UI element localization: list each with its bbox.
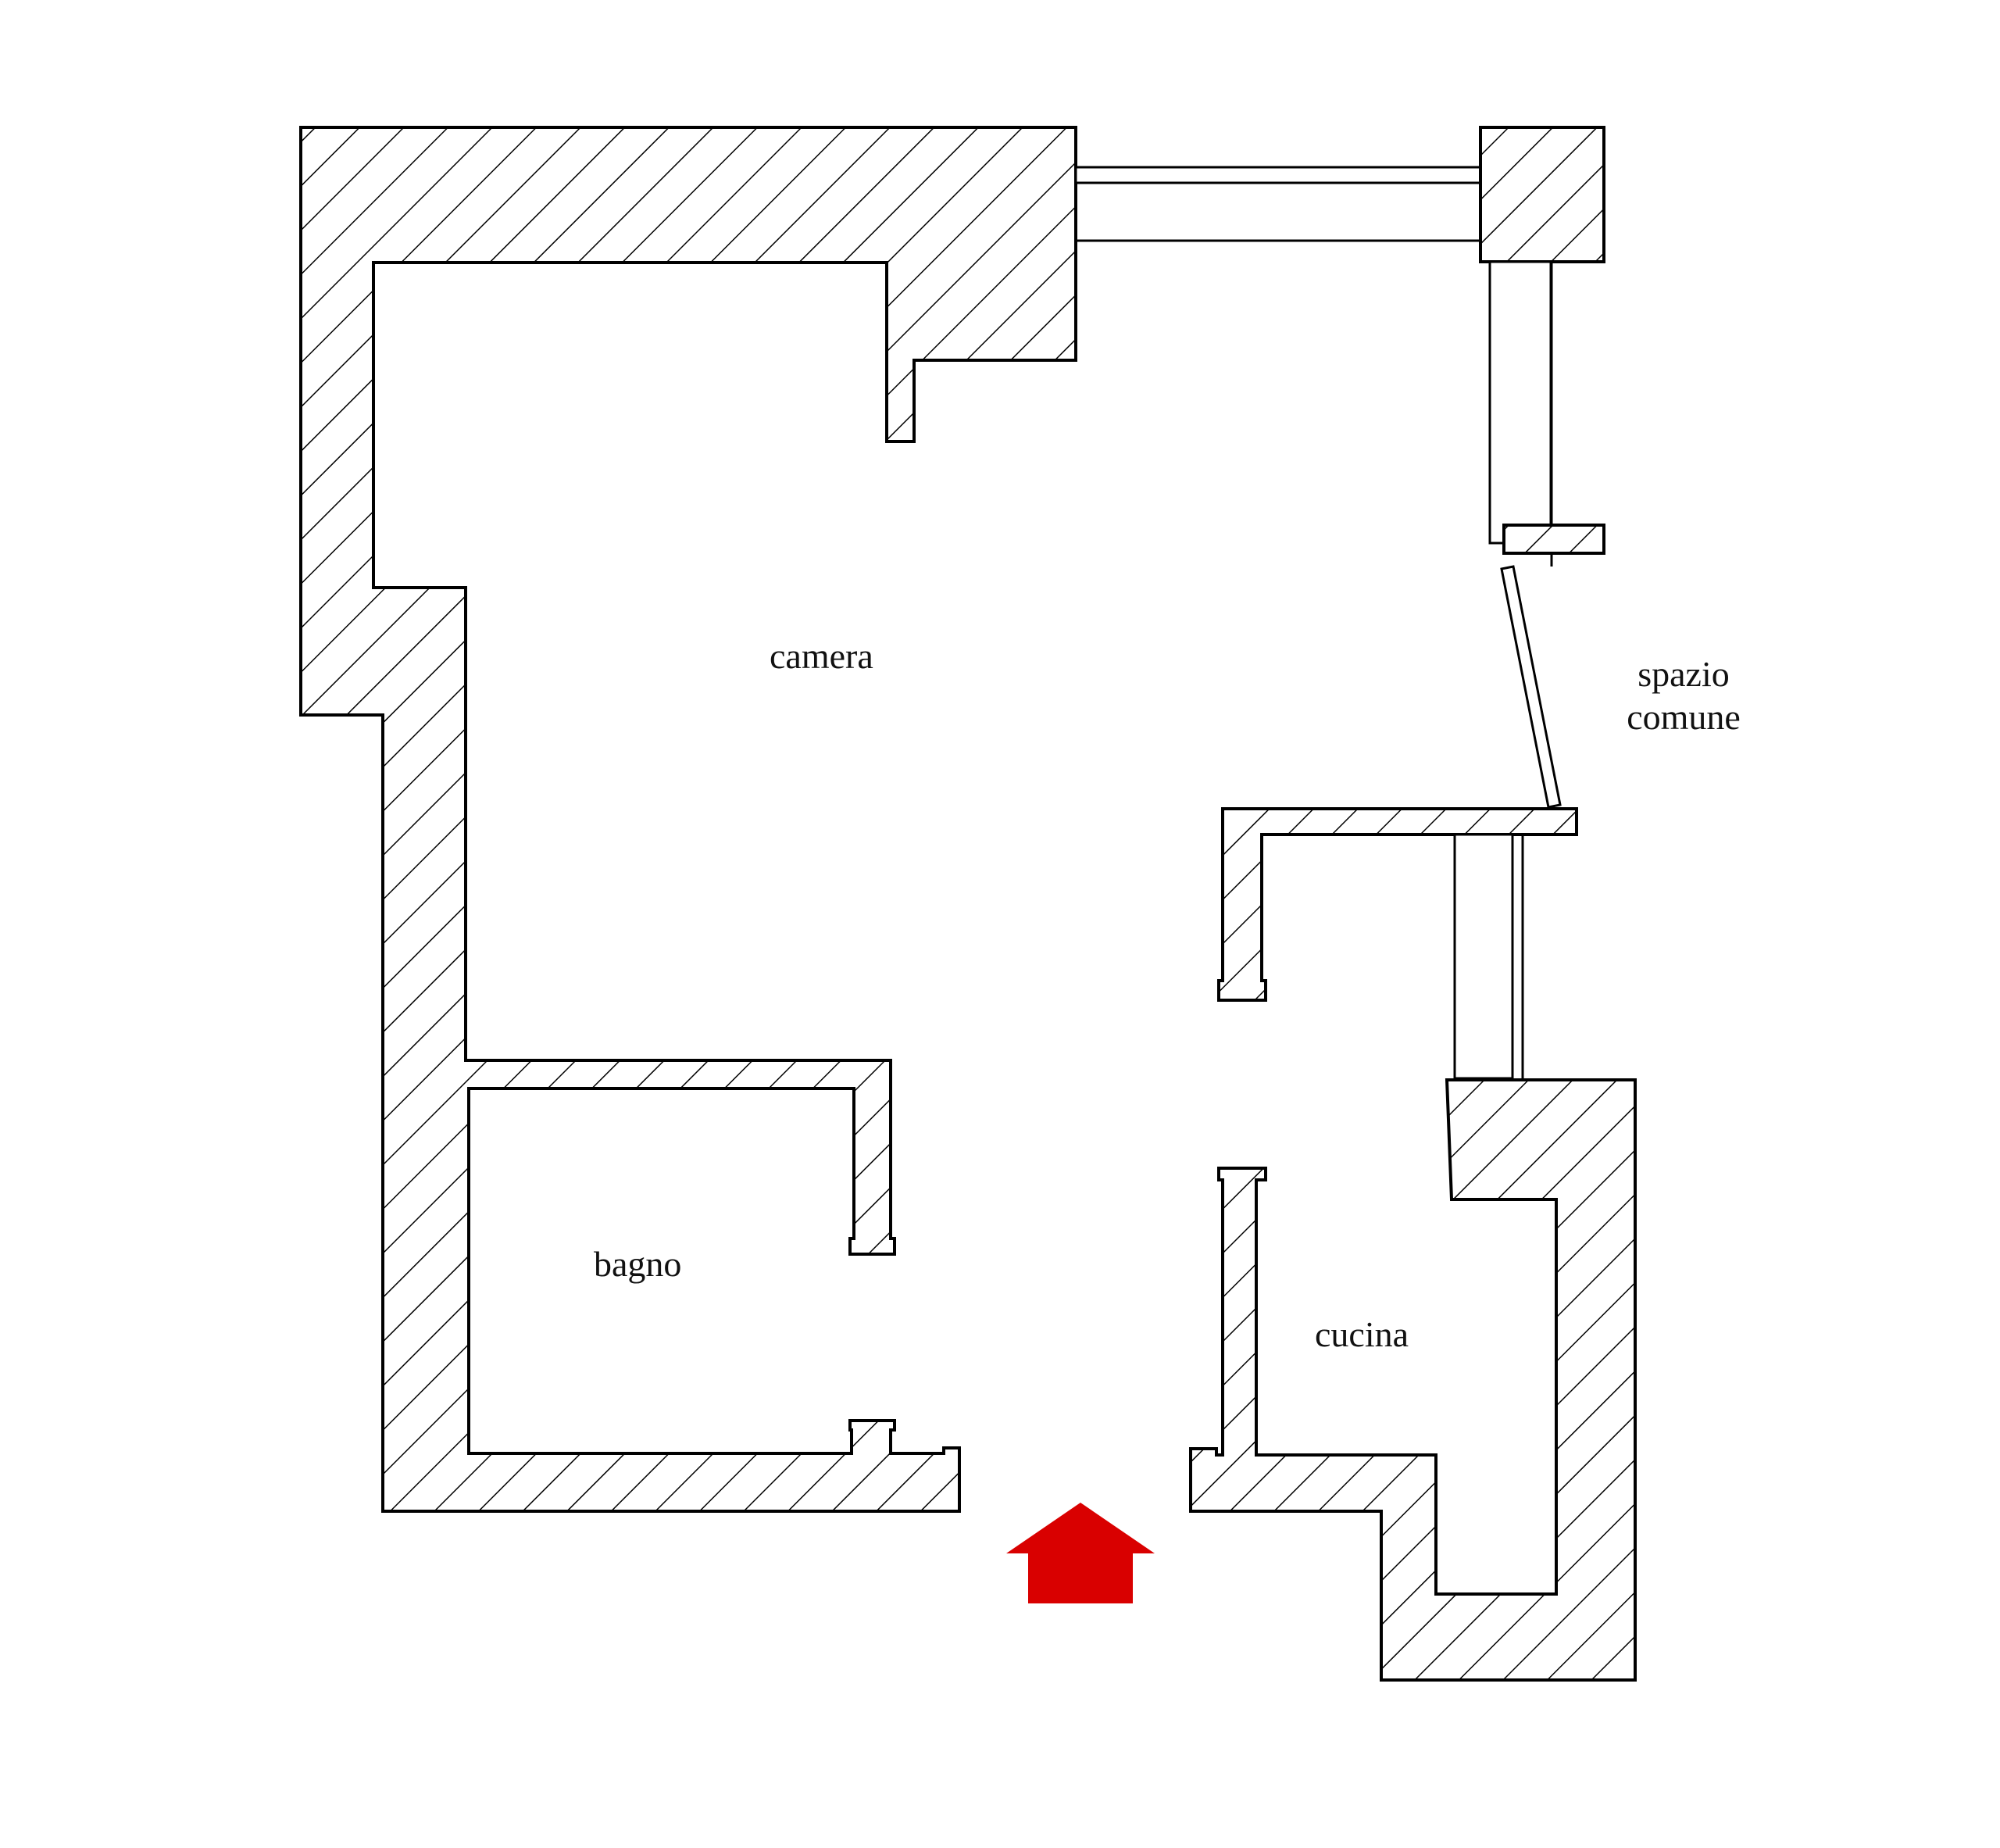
entrance-arrow-icon: [1006, 1503, 1155, 1603]
column-north-east: [1479, 126, 1605, 263]
wall-camera-north-west: [299, 126, 1077, 1513]
window-east-frame: [1488, 260, 1552, 545]
room-label-camera: camera: [770, 636, 873, 676]
wall-cucina-east-south: [1189, 1078, 1637, 1682]
window-east-sill: [1502, 524, 1605, 555]
wall-cucina-north: [1217, 807, 1578, 1002]
window-north: [1074, 166, 1482, 184]
room-label-spazio-comune: spazio comune: [1627, 654, 1741, 738]
room-label-cucina: cucina: [1315, 1314, 1409, 1354]
door-leaf-spazio-comune[interactable]: [1500, 565, 1562, 809]
room-label-bagno: bagno: [594, 1244, 682, 1284]
window-cucina-frame: [1453, 833, 1514, 1080]
